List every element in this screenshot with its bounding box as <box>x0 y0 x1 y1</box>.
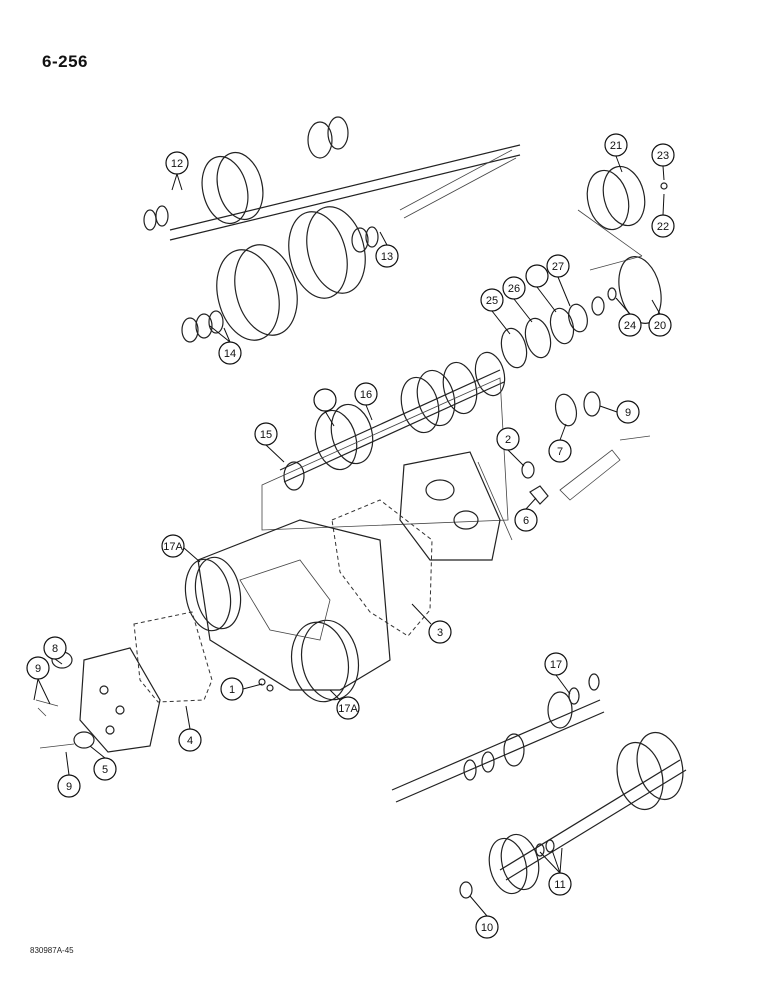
callout-18: 20 <box>648 299 672 337</box>
svg-text:21: 21 <box>610 140 622 152</box>
callout-2: 2 <box>496 427 525 467</box>
callout-25: 27 <box>546 254 571 307</box>
svg-text:12: 12 <box>171 158 183 170</box>
callout-4: 4 <box>178 705 202 752</box>
right-side-hardware <box>521 391 651 505</box>
svg-text:27: 27 <box>552 261 564 273</box>
figure-code: 830987A-45 <box>30 946 74 955</box>
svg-text:17A: 17A <box>338 703 358 715</box>
svg-text:17A: 17A <box>163 541 183 553</box>
main-housing <box>184 519 391 703</box>
callout-26 <box>525 264 557 313</box>
svg-text:15: 15 <box>260 429 272 441</box>
svg-text:9: 9 <box>66 781 72 793</box>
callout-12: 12 <box>165 151 189 191</box>
svg-text:2: 2 <box>505 434 511 446</box>
callout-17A-lower: 17A <box>329 689 360 720</box>
callout-17: 17 <box>544 652 571 695</box>
callout-19: 21 <box>604 133 628 173</box>
callout-20: 22 <box>651 193 675 238</box>
lower-shaft-assembly <box>391 673 605 803</box>
svg-text:10: 10 <box>481 922 493 934</box>
svg-text:23: 23 <box>657 150 669 162</box>
svg-text:7: 7 <box>557 446 563 458</box>
svg-text:11: 11 <box>554 879 565 891</box>
callout-22: 24 <box>615 297 642 337</box>
svg-text:22: 22 <box>657 221 669 233</box>
svg-text:3: 3 <box>437 627 443 639</box>
output-shaft-assembly <box>459 731 687 899</box>
callout-17A-upper: 17A <box>161 534 201 563</box>
svg-text:25: 25 <box>486 295 498 307</box>
callout-1: 1 <box>220 677 263 701</box>
svg-text:4: 4 <box>187 735 193 747</box>
upper-shaft-assembly <box>143 116 521 241</box>
callout-15: 15 <box>254 422 285 463</box>
callout-21: 23 <box>651 143 675 181</box>
svg-text:20: 20 <box>654 320 666 332</box>
middle-gear-assembly <box>181 206 379 343</box>
callout-9-right: 9 <box>599 400 640 424</box>
svg-text:9: 9 <box>625 407 631 419</box>
svg-text:13: 13 <box>381 251 393 263</box>
callout-27 <box>313 388 337 427</box>
gasket-3 <box>331 499 433 637</box>
svg-text:24: 24 <box>624 320 636 332</box>
svg-text:16: 16 <box>360 389 372 401</box>
callout-11: 11 <box>539 847 572 896</box>
callout-3: 3 <box>411 603 452 644</box>
svg-text:8: 8 <box>52 643 58 655</box>
svg-text:1: 1 <box>229 684 235 696</box>
callout-23: 25 <box>480 288 511 335</box>
callout-6: 7 <box>548 423 572 463</box>
svg-text:5: 5 <box>102 764 108 776</box>
center-shaft-assembly <box>261 351 509 531</box>
callout-7: 5 <box>89 745 117 781</box>
callout-8: 8 <box>43 636 67 665</box>
callout-16: 16 <box>354 382 378 421</box>
page-number: 6-256 <box>42 52 88 71</box>
svg-text:6: 6 <box>523 515 529 527</box>
svg-text:17: 17 <box>550 659 562 671</box>
left-cover <box>35 647 161 753</box>
callout-14: 14 <box>209 325 242 365</box>
callout-10: 10 <box>469 895 499 939</box>
callout-24: 26 <box>502 276 533 323</box>
svg-text:9: 9 <box>35 663 41 675</box>
clutch-disc-stack <box>500 296 605 369</box>
callout-5: 6 <box>514 497 538 532</box>
right-cover-assembly <box>399 451 513 561</box>
callout-9-left-upper: 9 <box>26 656 51 705</box>
gasket-4 <box>133 611 213 703</box>
callout-9-left-lower: 9 <box>57 751 81 798</box>
svg-text:14: 14 <box>224 348 236 360</box>
upper-right-hub <box>577 165 668 324</box>
callout-13: 13 <box>375 231 399 268</box>
svg-text:26: 26 <box>508 283 520 295</box>
